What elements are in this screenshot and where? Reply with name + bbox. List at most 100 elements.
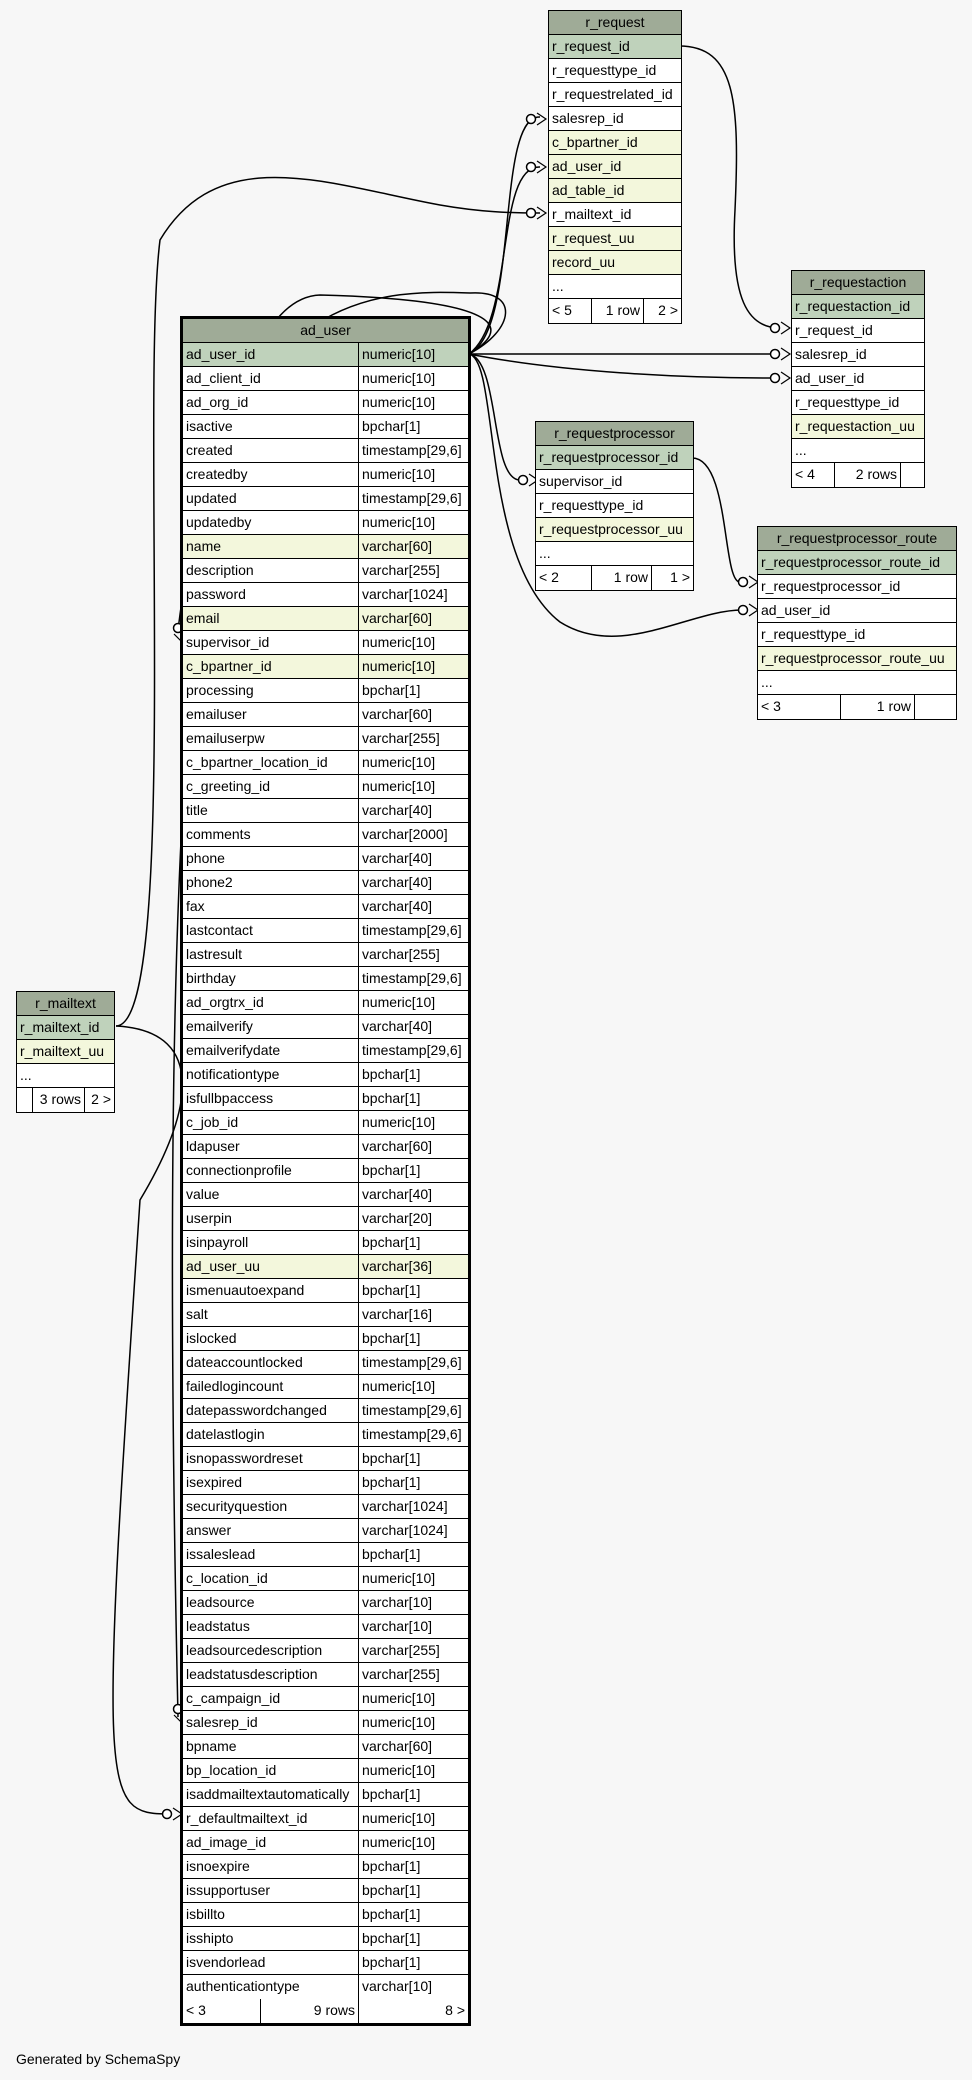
footer-rows: 2 rows (834, 463, 900, 487)
column-name: c_job_id (186, 1114, 239, 1130)
column-name: birthday (186, 970, 236, 986)
column-name: leadstatus (186, 1618, 250, 1634)
table-r-requestprocessor[interactable]: r_requestprocessor r_requestprocessor_id… (535, 421, 694, 591)
column-name: phone (186, 850, 225, 866)
column-type: numeric[10] (358, 1831, 468, 1854)
column-name: ad_client_id (186, 370, 261, 386)
table-header[interactable]: r_mailtext (17, 992, 114, 1016)
table-ad-user[interactable]: ad_user ad_user_id numeric[10] ad_client_i… (180, 316, 471, 2026)
column-type: bpchar[1] (358, 1447, 468, 1470)
column-type: varchar[255] (358, 1663, 468, 1686)
column-type: bpchar[1] (358, 1327, 468, 1350)
column-type: varchar[40] (358, 895, 468, 918)
column-row: r_requesttype_id (792, 391, 924, 415)
column-row: r_mailtext_id (17, 1016, 114, 1040)
column-row: password varchar[1024] (183, 583, 468, 607)
column-name: ad_user_id (186, 346, 256, 362)
footer-parents[interactable]: < 3 (186, 2002, 206, 2018)
table-r-requestprocessor-route[interactable]: r_requestprocessor_route r_requestproces… (757, 526, 957, 720)
column-name: isbillto (186, 1906, 225, 1922)
footer-children[interactable]: 1 > (651, 566, 693, 590)
footer-parents[interactable]: < 2 (539, 569, 559, 585)
column-name: leadsource (186, 1594, 255, 1610)
column-type: numeric[10] (358, 511, 468, 534)
column-name: salt (186, 1306, 208, 1322)
table-r-requestaction[interactable]: r_requestaction r_requestaction_id r_req… (791, 270, 925, 488)
column-type: numeric[10] (358, 1567, 468, 1590)
footer-parents[interactable]: < 5 (552, 302, 572, 318)
column-row: r_requestrelated_id (549, 83, 681, 107)
column-name: c_bpartner_id (186, 658, 272, 674)
column-name: ismenuautoexpand (186, 1282, 305, 1298)
table-footer: 3 rows 2 > (17, 1088, 114, 1112)
column-row: salt varchar[16] (183, 1303, 468, 1327)
column-type: numeric[10] (358, 1687, 468, 1710)
column-name: isvendorlead (186, 1954, 266, 1970)
column-type: numeric[10] (358, 1711, 468, 1734)
column-name: lastresult (186, 946, 243, 962)
column-type: numeric[10] (358, 343, 468, 366)
table-footer: < 2 1 row 1 > (536, 566, 693, 590)
column-name: notificationtype (186, 1066, 280, 1082)
column-type: varchar[2000] (358, 823, 468, 846)
column-row: r_requestprocessor_id (536, 446, 693, 470)
column-name: emailverify (186, 1018, 253, 1034)
column-row: r_request_id (549, 35, 681, 59)
footer-children[interactable]: 2 > (84, 1088, 114, 1112)
column-type: varchar[10] (358, 1975, 468, 1999)
table-footer: < 3 9 rows 8 > (183, 1999, 468, 2023)
column-name: lastcontact (186, 922, 253, 938)
column-row: c_bpartner_id (549, 131, 681, 155)
column-type: bpchar[1] (358, 1471, 468, 1494)
column-type: varchar[16] (358, 1303, 468, 1326)
table-header[interactable]: ad_user (183, 319, 468, 343)
table-header[interactable]: r_requestprocessor_route (758, 527, 956, 551)
footer-parents[interactable]: < 3 (761, 698, 781, 714)
column-name: isnoexpire (186, 1858, 250, 1874)
table-r-mailtext[interactable]: r_mailtext r_mailtext_id r_mailtext_uu .… (16, 991, 115, 1113)
column-type: numeric[10] (358, 751, 468, 774)
column-name: c_campaign_id (186, 1690, 281, 1706)
column-type: varchar[1024] (358, 583, 468, 606)
column-name: password (186, 586, 246, 602)
column-name: isexpired (186, 1474, 243, 1490)
footer-children[interactable]: 8 > (358, 1999, 468, 2023)
table-header[interactable]: r_request (549, 11, 681, 35)
column-type: varchar[255] (358, 727, 468, 750)
table-header[interactable]: r_requestprocessor (536, 422, 693, 446)
column-name: ldapuser (186, 1138, 240, 1154)
column-row: ... (758, 671, 956, 695)
column-type: numeric[10] (358, 391, 468, 414)
table-header[interactable]: r_requestaction (792, 271, 924, 295)
column-type: varchar[255] (358, 943, 468, 966)
table-r-request[interactable]: r_request r_request_id r_requesttype_id … (548, 10, 682, 324)
link-user-route-aduser (468, 353, 743, 637)
footer-parents[interactable]: < 4 (795, 466, 815, 482)
column-type: bpchar[1] (358, 1279, 468, 1302)
footer-parents (17, 1088, 32, 1112)
footer-children[interactable]: 2 > (643, 299, 681, 323)
column-type: varchar[60] (358, 703, 468, 726)
